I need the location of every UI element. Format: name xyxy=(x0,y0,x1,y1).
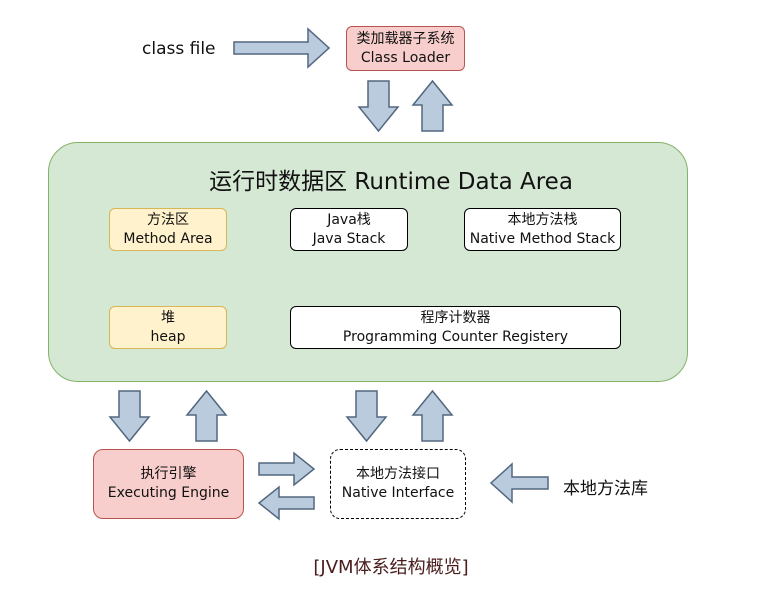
arrow-down-icon xyxy=(357,80,400,133)
native-method-stack-cn: 本地方法栈 xyxy=(507,211,578,228)
class-file-label: class file xyxy=(142,39,216,59)
native-interface-box: 本地方法接口 Native Interface xyxy=(330,449,466,519)
arrow-down-icon xyxy=(345,390,388,443)
arrow-up-icon xyxy=(411,389,454,442)
arrow-left-icon xyxy=(257,485,315,521)
arrow-right-icon xyxy=(258,451,316,487)
arrow-up-icon xyxy=(185,389,228,442)
diagram-caption: [JVM体系结构概览] xyxy=(313,557,469,578)
execution-engine-cn: 执行引擎 xyxy=(140,466,197,482)
native-interface-en: Native Interface xyxy=(341,485,455,501)
arrow-left-icon xyxy=(489,462,549,504)
arrow-down-icon xyxy=(108,390,151,443)
pc-register-box: 程序计数器 Programming Counter Registery xyxy=(290,306,621,349)
class-loader-box: 类加载器子系统 Class Loader xyxy=(346,26,465,71)
class-loader-en: Class Loader xyxy=(360,49,451,66)
native-interface-cn: 本地方法接口 xyxy=(356,466,440,482)
native-method-stack-en: Native Method Stack xyxy=(469,230,616,247)
execution-engine-box: 执行引擎 Executing Engine xyxy=(93,449,244,519)
method-area-box: 方法区 Method Area xyxy=(109,208,227,251)
heap-box: 堆 heap xyxy=(109,306,227,349)
class-loader-cn: 类加载器子系统 xyxy=(356,30,455,47)
arrow-right-icon xyxy=(233,27,331,69)
pc-register-en: Programming Counter Registery xyxy=(342,328,569,345)
heap-en: heap xyxy=(150,328,186,345)
heap-cn: 堆 xyxy=(161,309,175,326)
java-stack-cn: Java栈 xyxy=(327,211,371,228)
java-stack-box: Java栈 Java Stack xyxy=(290,208,408,251)
java-stack-en: Java Stack xyxy=(312,230,386,247)
runtime-data-area-title: 运行时数据区 Runtime Data Area xyxy=(209,169,573,195)
pc-register-cn: 程序计数器 xyxy=(420,309,491,326)
native-method-stack-box: 本地方法栈 Native Method Stack xyxy=(464,208,621,251)
arrow-up-icon xyxy=(411,79,454,132)
method-area-en: Method Area xyxy=(123,230,213,247)
method-area-cn: 方法区 xyxy=(147,211,189,228)
execution-engine-en: Executing Engine xyxy=(107,485,230,501)
native-library-label: 本地方法库 xyxy=(563,479,648,499)
